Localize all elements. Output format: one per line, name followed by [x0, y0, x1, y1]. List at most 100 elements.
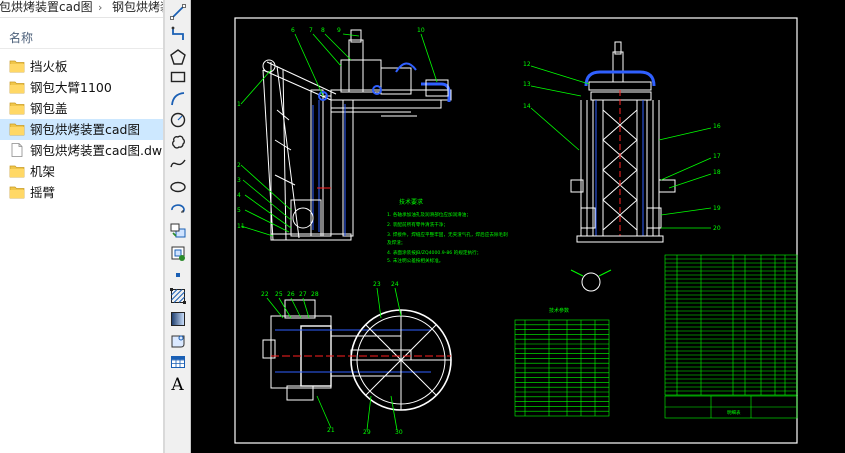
balloon: 27	[299, 291, 307, 298]
tech-requirement-line: 3. 焊接件，焊缝应平整牢固，无夹渣气孔，焊后应去除毛刺	[387, 231, 508, 238]
circle-icon	[170, 112, 185, 128]
region-tool-button[interactable]	[166, 331, 189, 351]
file-list: 挡火板钢包大臂1100 钢包盖钢包烘烤装置cad图钢包烘烤装置cad图.dwl 机架…	[0, 56, 166, 203]
balloon: 10	[417, 27, 425, 34]
balloon: 14	[523, 103, 531, 110]
balloon: 18	[713, 169, 721, 176]
file-name: 钢包烘烤装置cad图.dwl	[30, 143, 166, 158]
breadcrumb: 包烘烤装置cad图 › 钢包烘烤装	[0, 0, 163, 18]
balloon: 30	[395, 429, 403, 436]
balloon: 13	[523, 81, 531, 88]
balloon: 16	[713, 123, 721, 130]
file-name: 挡火板	[30, 59, 68, 74]
draw-toolbar: A	[165, 0, 191, 453]
file-list-item[interactable]: 钢包大臂1100	[0, 77, 163, 98]
top-view-leaders	[266, 287, 402, 431]
drawing-canvas[interactable]: 1 2 3 4 5 6 7 8 9 10 11	[191, 0, 845, 453]
rectangle-icon	[170, 71, 185, 83]
arc-tool-button[interactable]	[166, 89, 189, 109]
insert-block-icon	[170, 223, 185, 238]
technical-requirements: 技术要求 1. 各轴承加油孔及润滑部位应加润滑油； 2. 装配前所有零件清洗干净…	[387, 198, 508, 264]
balloon: 24	[391, 281, 399, 288]
arc-icon	[170, 92, 184, 106]
balloon: 6	[291, 27, 295, 34]
tech-requirement-line: 1. 各轴承加油孔及润滑部位应加润滑油；	[387, 211, 471, 218]
tech-requirement-line: 2. 装配前所有零件清洗干净；	[387, 221, 448, 228]
parameter-table-title: 技术参数	[549, 307, 569, 314]
side-view-balloons: 12 13 14 16 17 18 19 20	[523, 61, 721, 232]
parameter-table	[514, 319, 610, 417]
breadcrumb-item-parent[interactable]: 包烘烤装置cad图	[0, 0, 93, 14]
breadcrumb-separator: ›	[98, 1, 103, 14]
balloon: 12	[523, 61, 531, 68]
polyline-tool-button[interactable]	[166, 24, 189, 44]
insert-block-tool-button[interactable]	[166, 221, 189, 241]
column-header-name[interactable]: 名称	[0, 27, 163, 49]
file-list-item[interactable]: 机架	[0, 161, 163, 182]
balloon: 5	[237, 207, 241, 214]
tech-requirement-line: 4. 表面涂装按JB/ZQ4000.9-86 的规定执行；	[387, 249, 481, 256]
hatch-icon	[169, 288, 186, 304]
top-view-balloons: 21 22 23 24 25 26 27 28 29 30	[261, 281, 403, 436]
balloon: 4	[237, 192, 241, 199]
balloon: 11	[237, 223, 245, 230]
rectangle-tool-button[interactable]	[166, 67, 189, 87]
file-list-item[interactable]: 摇臂	[0, 182, 163, 203]
side-view-leaders	[530, 65, 712, 229]
folder-icon	[9, 81, 25, 94]
balloon: 8	[321, 27, 325, 34]
point-icon	[175, 273, 180, 277]
bom-table	[664, 254, 798, 396]
balloon: 23	[373, 281, 381, 288]
line-tool-button[interactable]	[166, 2, 189, 22]
revision-cloud-tool-button[interactable]	[166, 132, 189, 152]
file-list-item[interactable]: 钢包盖	[0, 98, 163, 119]
balloon: 29	[363, 429, 371, 436]
point-tool-button[interactable]	[166, 265, 189, 285]
file-icon	[11, 143, 23, 157]
file-name: 钢包大臂1100	[30, 80, 112, 95]
table-icon	[170, 356, 185, 368]
balloon: 9	[337, 27, 341, 34]
folder-icon	[9, 102, 25, 115]
sheet-border	[234, 17, 798, 444]
tech-requirements-title: 技术要求	[399, 198, 423, 206]
gradient-tool-button[interactable]	[166, 309, 189, 329]
front-view-leaders	[240, 33, 438, 237]
folder-icon	[9, 123, 25, 136]
table-tool-button[interactable]	[166, 352, 189, 372]
make-block-tool-button[interactable]	[166, 243, 189, 263]
file-list-item[interactable]: 钢包烘烤装置cad图.dwl	[0, 140, 166, 161]
ellipse-arc-tool-button[interactable]	[166, 199, 189, 219]
balloon: 17	[713, 153, 721, 160]
balloon: 22	[261, 291, 269, 298]
region-icon	[171, 335, 184, 348]
polygon-tool-button[interactable]	[166, 47, 189, 67]
ellipse-tool-button[interactable]	[166, 177, 189, 197]
balloon: 1	[237, 101, 241, 108]
ellipse-arc-icon	[170, 204, 185, 213]
table-outline	[664, 254, 798, 396]
file-name: 钢包烘烤装置cad图	[30, 122, 140, 137]
folder-icon	[9, 60, 25, 73]
front-view	[262, 29, 452, 241]
hatch-tool-button[interactable]	[166, 286, 189, 306]
front-view-balloons: 1 2 3 4 5 6 7 8 9 10 11	[237, 27, 425, 230]
revision-cloud-icon	[171, 135, 185, 149]
breadcrumb-item-current[interactable]: 钢包烘烤装	[112, 0, 163, 14]
folder-icon	[9, 165, 25, 178]
balloon: 19	[713, 205, 721, 212]
line-icon	[169, 4, 186, 20]
multiline-text-tool-button[interactable]: A	[166, 375, 189, 395]
side-view	[570, 41, 676, 243]
spline-tool-button[interactable]	[166, 154, 189, 174]
panel-splitter[interactable]	[163, 0, 165, 453]
file-list-item[interactable]: 挡火板	[0, 56, 163, 77]
top-view	[262, 299, 452, 411]
detail-view	[570, 269, 612, 292]
circle-tool-button[interactable]	[166, 110, 189, 130]
multiline-text-icon: A	[171, 375, 184, 395]
file-list-item[interactable]: 钢包烘烤装置cad图	[0, 119, 163, 140]
ellipse-icon	[169, 181, 186, 193]
file-name: 钢包盖	[30, 101, 68, 116]
